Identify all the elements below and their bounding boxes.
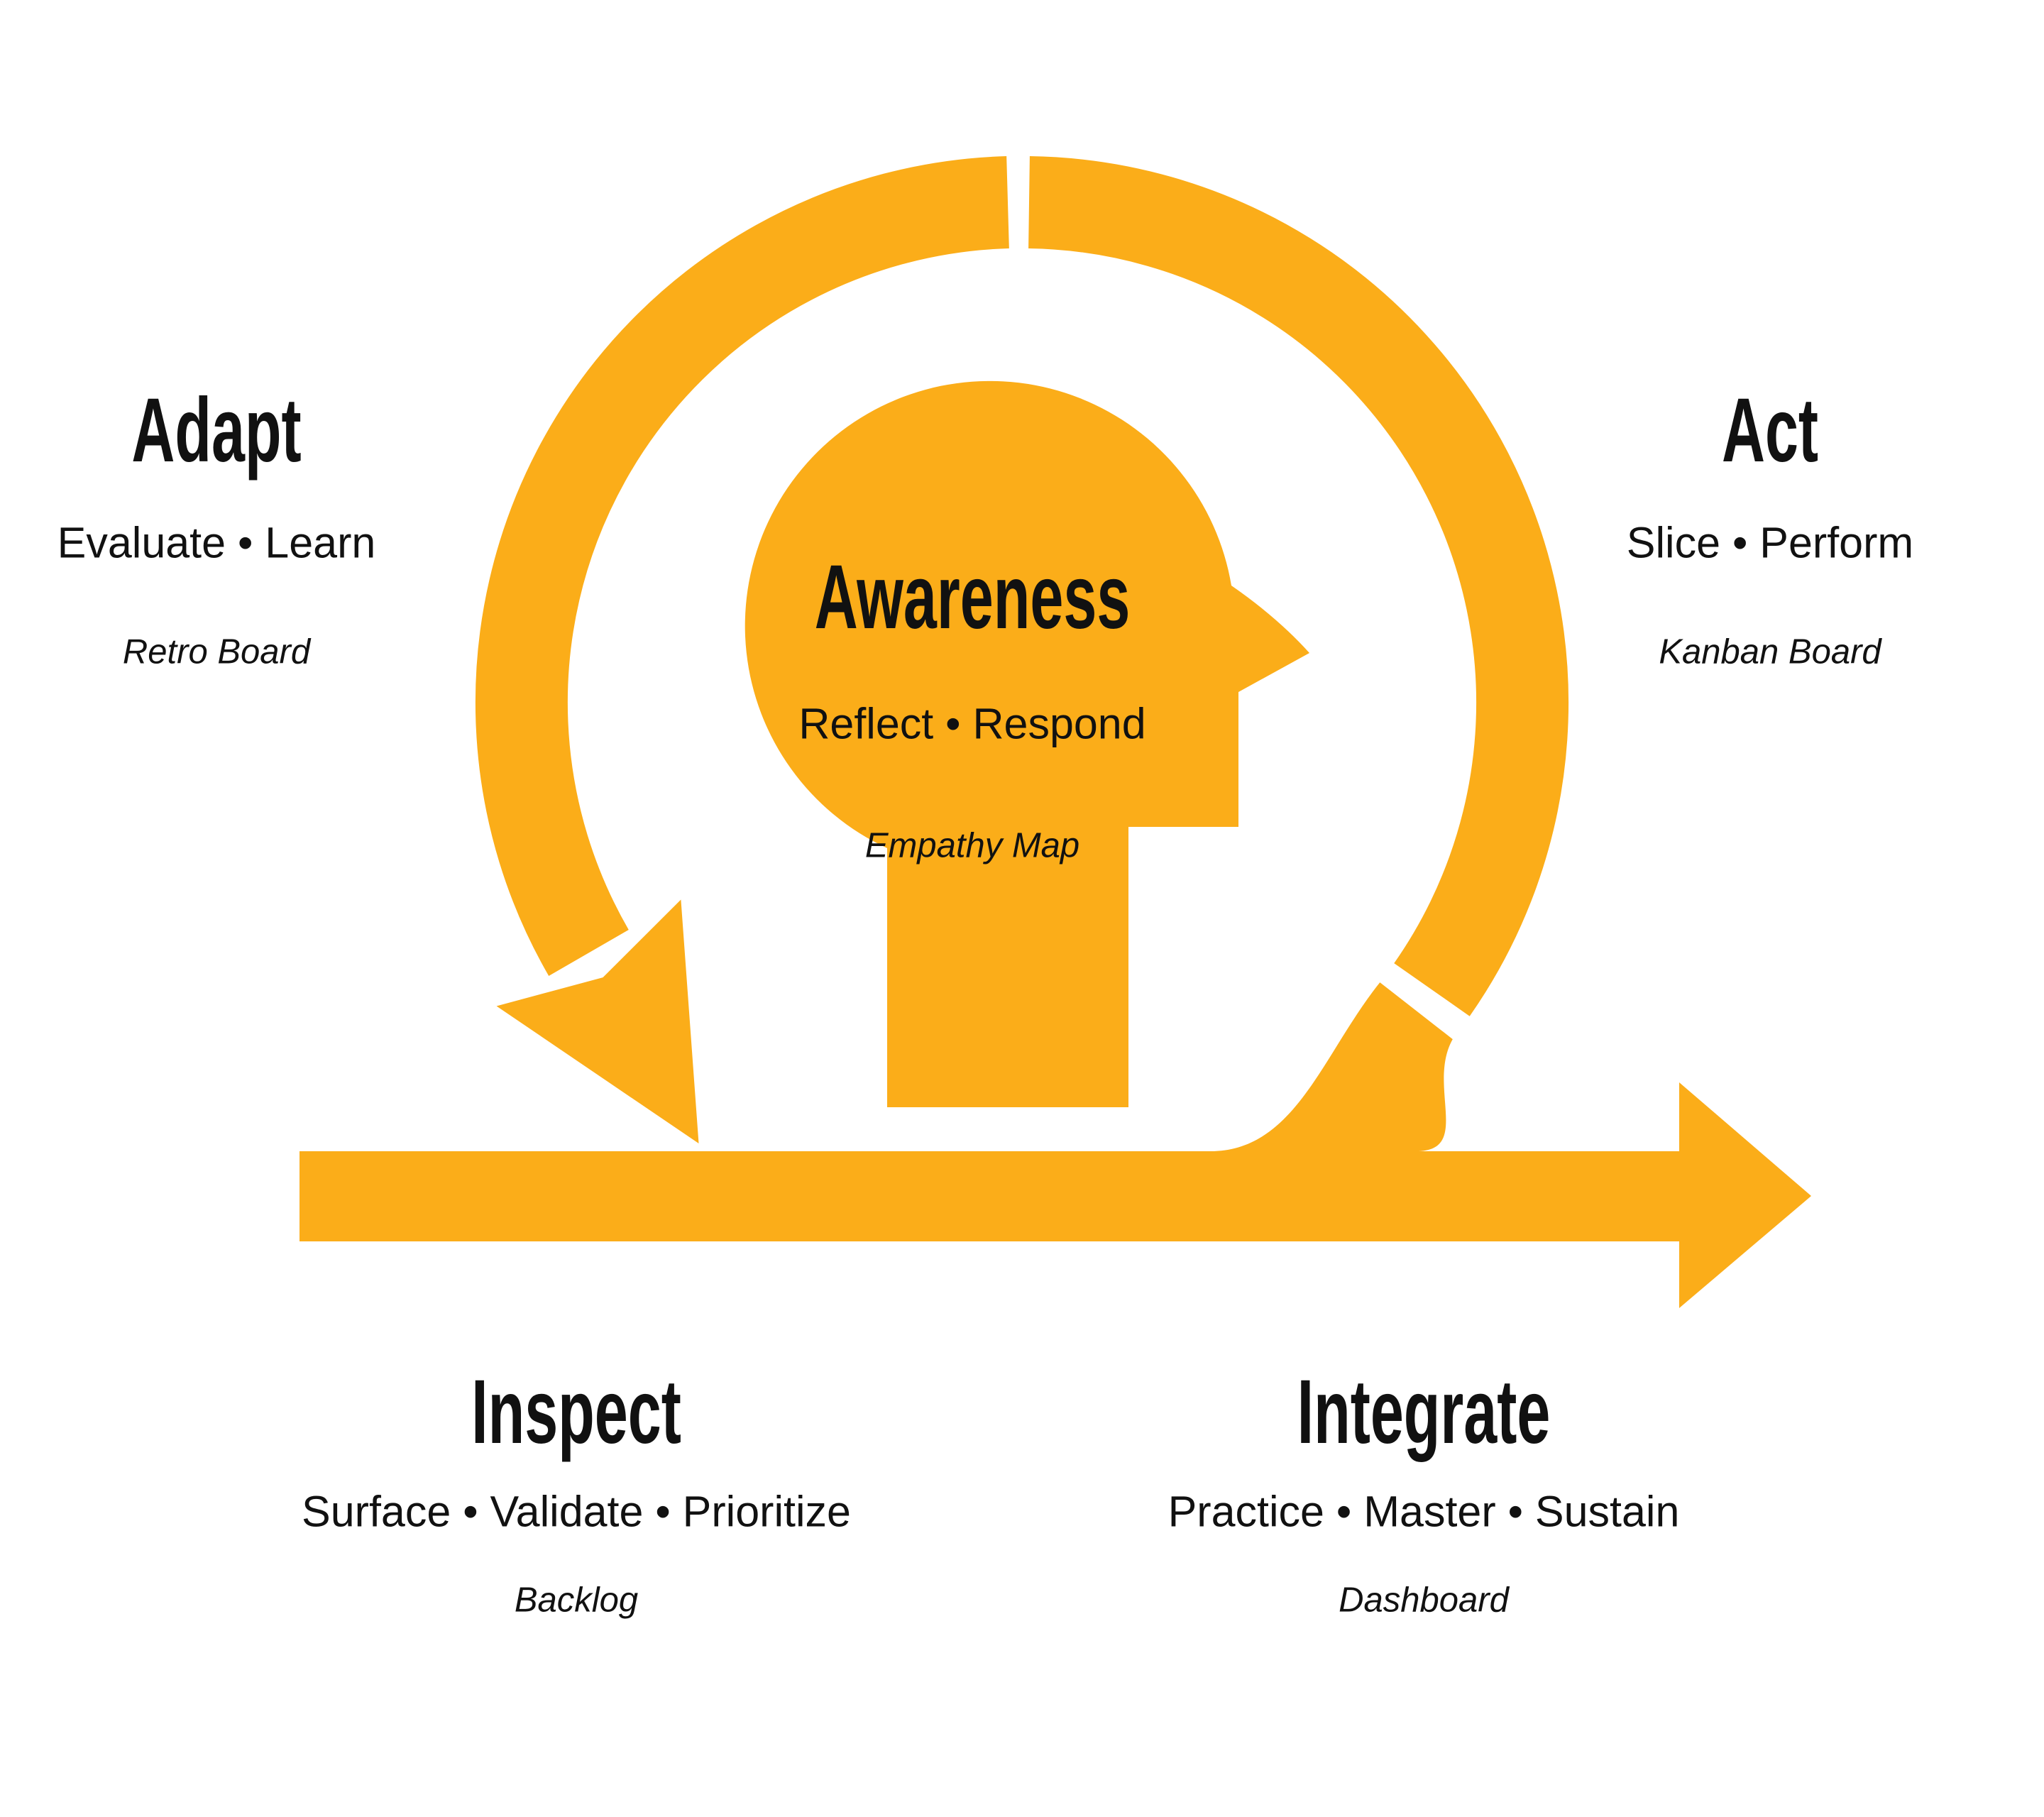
head-silhouette-icon — [744, 380, 1309, 1107]
quadrant-caption: Backlog — [514, 1581, 639, 1620]
center-title: Awareness — [814, 547, 1131, 648]
quadrant-subtitle: Surface • Validate • Prioritize — [302, 1487, 851, 1536]
sprint-loop-connector-icon — [1210, 982, 1453, 1151]
quadrant-title: Inspect — [471, 1361, 681, 1463]
loop-arrowhead-icon — [496, 899, 699, 1143]
timeline-arrow-icon — [300, 1082, 1811, 1308]
quadrant-caption: Kanban Board — [1659, 632, 1881, 671]
quadrant-title: Act — [1721, 380, 1819, 481]
quadrant-caption: Retro Board — [122, 632, 311, 671]
sprint-loop-left-arc-icon — [475, 156, 1009, 976]
sprint-loop-right-arc-icon — [1028, 156, 1569, 1016]
quadrant-subtitle: Evaluate • Learn — [57, 518, 376, 567]
quadrant-title: Adapt — [131, 380, 302, 481]
center-subtitle: Reflect • Respond — [798, 699, 1146, 748]
quadrant-subtitle: Slice • Perform — [1626, 518, 1914, 567]
quadrant-caption: Dashboard — [1339, 1581, 1509, 1620]
center-caption: Empathy Map — [864, 826, 1080, 865]
quadrant-subtitle: Practice • Master • Sustain — [1167, 1487, 1680, 1536]
quadrant-title: Integrate — [1297, 1361, 1551, 1463]
